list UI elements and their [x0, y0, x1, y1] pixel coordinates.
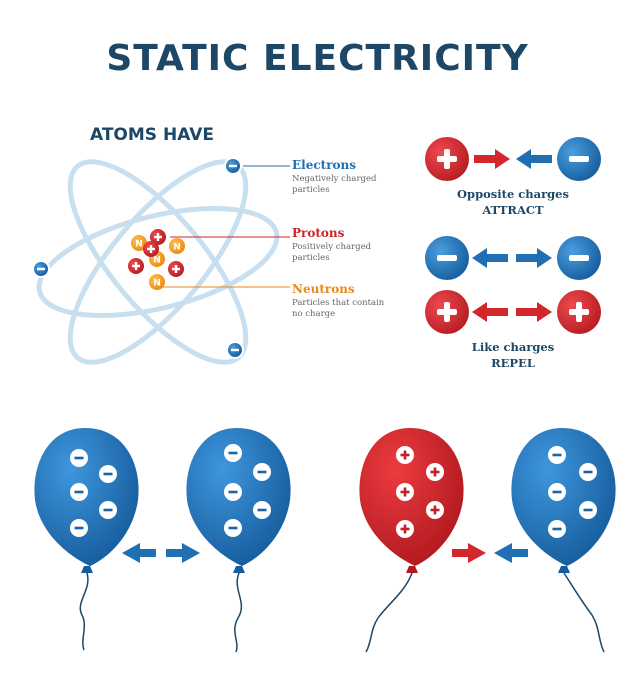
- balloon-2: [186, 428, 291, 653]
- protons-label: Protons: [292, 226, 345, 240]
- plus-icon: [425, 137, 469, 181]
- neutrons-desc-1: Particles that contain: [292, 298, 385, 308]
- like-caption-1: Like charges: [471, 340, 555, 354]
- electrons-label: Electrons: [292, 158, 356, 172]
- neutrons-desc-2: no charge: [292, 309, 336, 319]
- protons-desc-1: Positively charged: [292, 242, 372, 252]
- atom-diagram: [32, 157, 290, 365]
- page-title: STATIC ELECTRICITY: [106, 38, 529, 79]
- like-caption-2: REPEL: [491, 356, 535, 370]
- neutrons-label: Neutrons: [292, 282, 355, 296]
- arrow-right-icon: [474, 149, 510, 169]
- atoms-heading: ATOMS HAVE: [90, 125, 214, 145]
- arrow-left-icon: [122, 543, 156, 563]
- opposite-caption-2: ATTRACT: [482, 203, 544, 217]
- minus-icon: [557, 137, 601, 181]
- arrow-right-icon: [452, 543, 486, 563]
- repel-diagram: [425, 236, 601, 334]
- protons-desc-2: particles: [292, 253, 330, 263]
- electrons-desc-1: Negatively charged: [292, 174, 377, 184]
- arrow-right-icon: [166, 543, 200, 563]
- balloon-3: [359, 428, 464, 653]
- orbit-1: [36, 205, 280, 319]
- arrow-right-icon: [516, 302, 552, 322]
- electron-top: [224, 157, 242, 175]
- electrons-desc-2: particles: [292, 185, 330, 195]
- attract-diagram: [425, 137, 601, 181]
- arrow-left-icon: [472, 248, 508, 268]
- plus-icon: [557, 290, 601, 334]
- minus-icon: [557, 236, 601, 280]
- minus-icon: [425, 236, 469, 280]
- arrow-left-icon: [494, 543, 528, 563]
- electron-bottom: [226, 341, 244, 359]
- plus-icon: [425, 290, 469, 334]
- electron-left: [32, 260, 50, 278]
- balloon-1: [34, 428, 139, 651]
- arrow-right-icon: [516, 248, 552, 268]
- opposite-caption-1: Opposite charges: [457, 187, 569, 201]
- nucleus: [128, 229, 185, 290]
- arrow-left-icon: [516, 149, 552, 169]
- arrow-left-icon: [472, 302, 508, 322]
- balloon-4: [511, 428, 616, 653]
